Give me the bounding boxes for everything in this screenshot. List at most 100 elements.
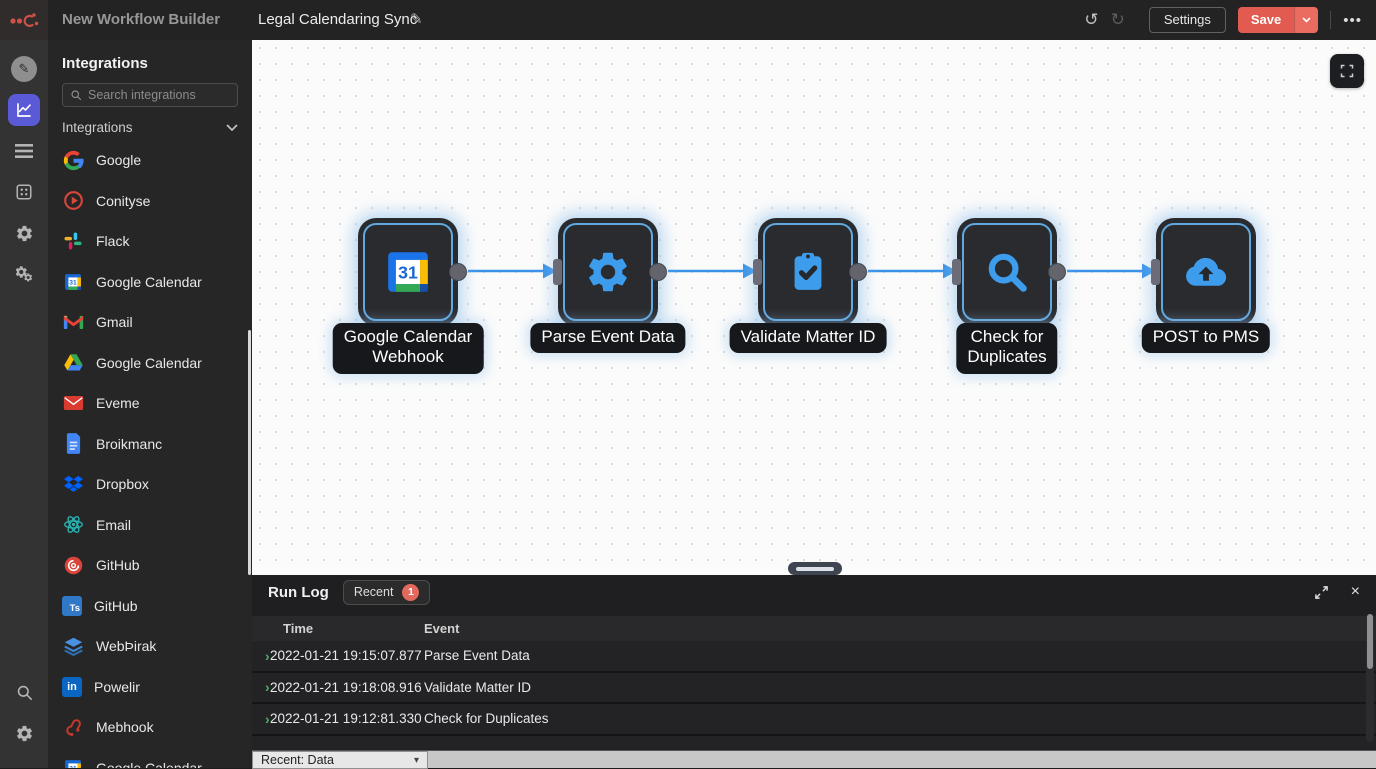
canvas-horizontal-scrollbar[interactable] bbox=[788, 562, 842, 575]
node-validate-matter-id[interactable] bbox=[753, 218, 867, 326]
list-item-google-calendar-2[interactable]: Google Calendar bbox=[62, 343, 238, 384]
output-port[interactable] bbox=[449, 263, 467, 281]
row-time: 2022-01-21 19:18:08.916 bbox=[270, 679, 422, 695]
table-row[interactable]: › 2022-01-21 19:15:07.877 Parse Event Da… bbox=[252, 641, 1376, 673]
list-item-github-ts[interactable]: Ts GitHub bbox=[62, 586, 238, 627]
google-calendar-icon: 31 bbox=[62, 757, 84, 768]
rail-item-compass-pencil[interactable]: ✎ bbox=[8, 53, 40, 85]
list-item-eveme[interactable]: Eveme bbox=[62, 383, 238, 424]
typescript-square-icon: Ts bbox=[62, 595, 82, 616]
linkedin-icon: in bbox=[62, 676, 82, 697]
list-item-label: Conityse bbox=[96, 192, 151, 209]
row-expand-chevron-icon[interactable]: › bbox=[265, 710, 270, 727]
sidebar-scrollbar-thumb[interactable] bbox=[248, 330, 251, 575]
fit-view-button[interactable] bbox=[1330, 54, 1364, 88]
search-integrations-box[interactable] bbox=[62, 83, 238, 107]
sidebar-title: Integrations bbox=[62, 55, 148, 72]
recent-tab-label: Recent bbox=[353, 585, 394, 599]
google-calendar-icon: 31 bbox=[62, 271, 84, 293]
list-item-google-calendar-3[interactable]: 31 Google Calendar bbox=[62, 748, 238, 768]
dropdown-value: Recent: Data bbox=[261, 753, 334, 767]
input-port[interactable] bbox=[952, 259, 961, 285]
output-port[interactable] bbox=[1048, 263, 1066, 281]
gear-icon bbox=[16, 225, 32, 241]
undo-icon[interactable]: ↺ bbox=[1084, 10, 1099, 29]
list-item-label: Google Calendar bbox=[96, 273, 202, 290]
output-port[interactable] bbox=[649, 263, 667, 281]
svg-text:31: 31 bbox=[69, 765, 77, 768]
run-log-scrollbar-thumb[interactable] bbox=[1367, 614, 1373, 669]
list-item-powelir[interactable]: in Powelir bbox=[62, 667, 238, 708]
workflow-canvas[interactable]: 31 bbox=[252, 40, 1376, 575]
search-icon bbox=[17, 685, 32, 700]
run-log-panel: Run Log Recent 1 × Time Event › 2022-01-… bbox=[252, 575, 1376, 769]
red-hook-icon bbox=[62, 716, 84, 738]
save-button[interactable]: Save bbox=[1237, 7, 1295, 33]
fit-view-icon bbox=[1340, 64, 1354, 78]
dropbox-icon bbox=[62, 473, 84, 495]
node-post-to-pms[interactable] bbox=[1151, 218, 1256, 326]
list-item-label: Gmail bbox=[96, 314, 133, 331]
node-label: POST to PMS bbox=[1141, 323, 1271, 354]
menu-list-icon bbox=[15, 144, 33, 158]
row-expand-chevron-icon[interactable]: › bbox=[265, 679, 270, 696]
rail-item-settings-bottom[interactable] bbox=[8, 717, 40, 749]
list-item-flack[interactable]: Flack bbox=[62, 221, 238, 262]
row-time: 2022-01-21 19:15:07.877 bbox=[270, 648, 422, 664]
settings-button[interactable]: Settings bbox=[1148, 7, 1226, 33]
output-port[interactable] bbox=[849, 263, 867, 281]
rail-item-modules[interactable] bbox=[8, 176, 40, 208]
save-dropdown-chevron-icon[interactable] bbox=[1294, 7, 1319, 33]
input-port[interactable] bbox=[753, 259, 762, 285]
list-item-dropbox[interactable]: Dropbox bbox=[62, 464, 238, 505]
table-row[interactable]: › 2022-01-21 19:18:08.916 Validate Matte… bbox=[252, 672, 1376, 704]
list-item-broikmanc[interactable]: Broikmanc bbox=[62, 424, 238, 465]
blue-document-icon bbox=[62, 433, 84, 455]
recent-tab[interactable]: Recent 1 bbox=[342, 579, 431, 605]
list-item-label: WebÞirak bbox=[96, 638, 157, 655]
node-parse-event-data[interactable] bbox=[553, 218, 667, 326]
clipboard-check-icon bbox=[794, 252, 822, 290]
run-log-table-header: Time Event bbox=[252, 616, 1376, 641]
input-port[interactable] bbox=[1151, 259, 1160, 285]
save-split-button[interactable]: Save bbox=[1237, 7, 1319, 33]
line-chart-icon bbox=[17, 103, 31, 117]
list-item-mebhook[interactable]: Mebhook bbox=[62, 707, 238, 748]
table-row[interactable]: › 2022-01-21 19:12:81.330 Check for Dupl… bbox=[252, 704, 1376, 736]
list-item-google[interactable]: Google bbox=[62, 140, 238, 181]
rail-item-settings[interactable] bbox=[8, 217, 40, 249]
chevron-down-icon bbox=[226, 124, 238, 131]
rail-item-workflows-active[interactable] bbox=[8, 94, 40, 126]
rail-item-workflow-gears[interactable] bbox=[8, 258, 40, 290]
list-item-gmail[interactable]: Gmail bbox=[62, 302, 238, 343]
rail-item-menu[interactable] bbox=[8, 135, 40, 167]
row-expand-chevron-icon[interactable]: › bbox=[265, 647, 270, 664]
edit-name-pencil-icon[interactable]: ✎ bbox=[410, 11, 423, 28]
more-menu-icon[interactable]: ••• bbox=[1343, 11, 1362, 29]
list-item-github-red[interactable]: GitHub bbox=[62, 545, 238, 586]
rail-item-search[interactable] bbox=[8, 676, 40, 708]
row-event: Validate Matter ID bbox=[424, 679, 532, 695]
node-google-calendar-webhook[interactable]: 31 bbox=[358, 218, 467, 326]
integrations-section-header[interactable]: Integrations bbox=[62, 120, 238, 135]
teal-atom-icon bbox=[62, 514, 84, 536]
run-log-scrollbar-track[interactable] bbox=[1366, 614, 1374, 742]
expand-panel-icon[interactable] bbox=[1314, 585, 1329, 600]
input-port[interactable] bbox=[553, 259, 562, 285]
svg-text:31: 31 bbox=[69, 279, 77, 286]
node-check-for-duplicates[interactable] bbox=[952, 218, 1066, 326]
app-logo[interactable] bbox=[0, 0, 48, 40]
list-item-conityse[interactable]: Conityse bbox=[62, 181, 238, 222]
google-drive-triangle-icon bbox=[62, 352, 84, 374]
close-panel-icon[interactable]: × bbox=[1350, 583, 1360, 600]
list-item-google-calendar[interactable]: 31 Google Calendar bbox=[62, 262, 238, 303]
list-item-webpirak[interactable]: WebÞirak bbox=[62, 626, 238, 667]
search-input[interactable] bbox=[88, 88, 230, 102]
section-label: Integrations bbox=[62, 120, 133, 135]
redo-icon[interactable]: ↻ bbox=[1110, 10, 1125, 29]
list-item-email[interactable]: Email bbox=[62, 505, 238, 546]
list-item-label: Broikmanc bbox=[96, 435, 163, 452]
partial-row bbox=[252, 735, 1376, 749]
node-label: Check for Duplicates bbox=[956, 323, 1058, 374]
recent-data-dropdown[interactable]: Recent: Data ▾ bbox=[252, 751, 428, 769]
